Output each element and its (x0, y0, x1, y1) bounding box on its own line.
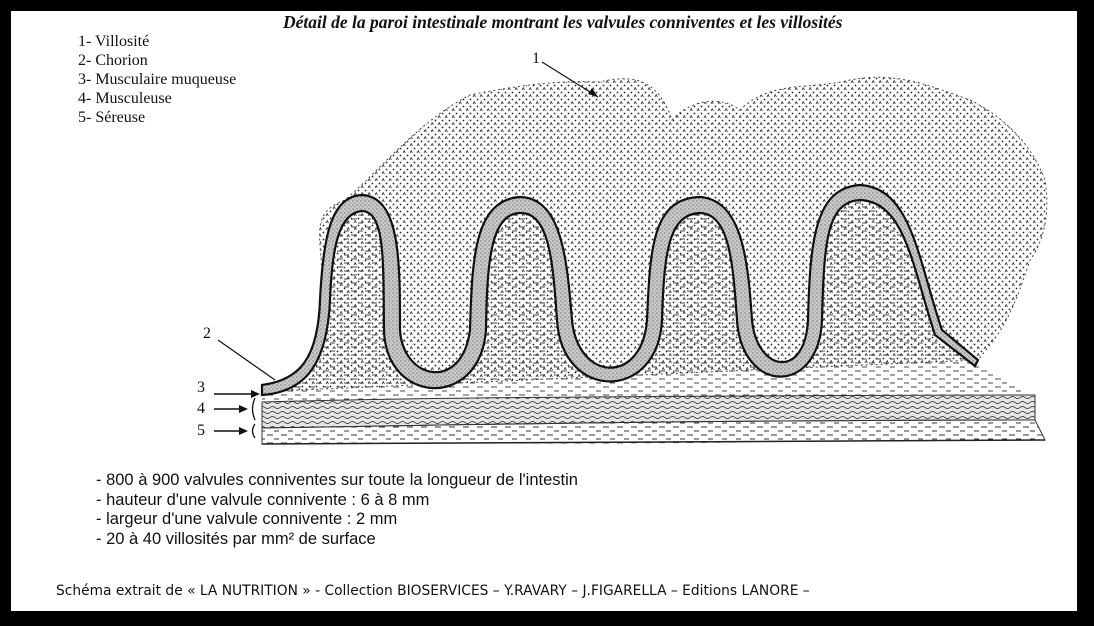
source-credit: Schéma extrait de « LA NUTRITION » - Col… (56, 583, 810, 599)
notes-list: - 800 à 900 valvules conniventes sur tou… (96, 471, 578, 549)
callout-4-label: 4 (197, 400, 205, 418)
callout-1-label: 1 (532, 50, 540, 68)
callout-3-label: 3 (197, 379, 205, 397)
callout-4-arrowhead (239, 405, 248, 413)
note-item: - 800 à 900 valvules conniventes sur tou… (96, 471, 578, 491)
callout-5-label: 5 (197, 422, 205, 440)
callout-5-arrowhead (239, 427, 248, 435)
callout-2-label: 2 (203, 325, 211, 343)
callout-3-arrowhead (251, 390, 260, 398)
note-item: - hauteur d'une valvule connivente : 6 à… (96, 491, 578, 511)
callout-5-bracket (253, 424, 256, 438)
callout-4-bracket (253, 398, 256, 420)
note-item: - 20 à 40 villosités par mm² de surface (96, 530, 578, 550)
callout-2-leader (218, 340, 275, 380)
note-item: - largeur d'une valvule connivente : 2 m… (96, 510, 578, 530)
